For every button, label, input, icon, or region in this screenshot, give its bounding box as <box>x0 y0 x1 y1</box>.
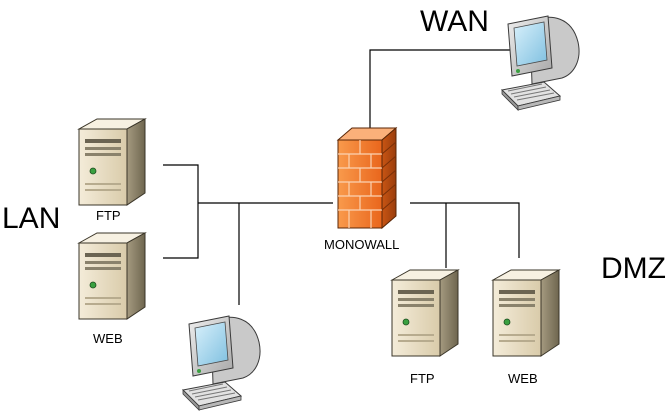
zone-label-lan: LAN <box>2 202 61 235</box>
zone-label-dmz: DMZ <box>601 252 666 285</box>
connections <box>163 49 520 305</box>
lan-computer[interactable] <box>182 315 261 411</box>
dmz-ftp-server[interactable] <box>391 269 459 357</box>
firewall-icon[interactable] <box>336 126 398 230</box>
server-icon <box>492 269 560 357</box>
lan-web-server[interactable] <box>78 232 146 320</box>
lan-web-label: WEB <box>93 331 123 346</box>
wan-computer[interactable] <box>501 15 580 111</box>
server-icon <box>391 269 459 357</box>
computer-icon <box>182 315 261 411</box>
lan-ftp-link <box>163 164 199 259</box>
lan-ftp-label: FTP <box>96 208 121 223</box>
server-icon <box>78 232 146 320</box>
dmz-web-server[interactable] <box>492 269 560 357</box>
dmz-ftp-label: FTP <box>410 371 435 386</box>
computer-icon <box>501 15 580 111</box>
server-icon <box>78 118 146 206</box>
wan-link <box>369 49 510 130</box>
dmz-web-label: WEB <box>508 371 538 386</box>
lan-ftp-server[interactable] <box>78 118 146 206</box>
dmz-backbone <box>410 202 520 258</box>
zone-label-wan: WAN <box>420 5 489 38</box>
firewall-label: MONOWALL <box>324 237 400 252</box>
